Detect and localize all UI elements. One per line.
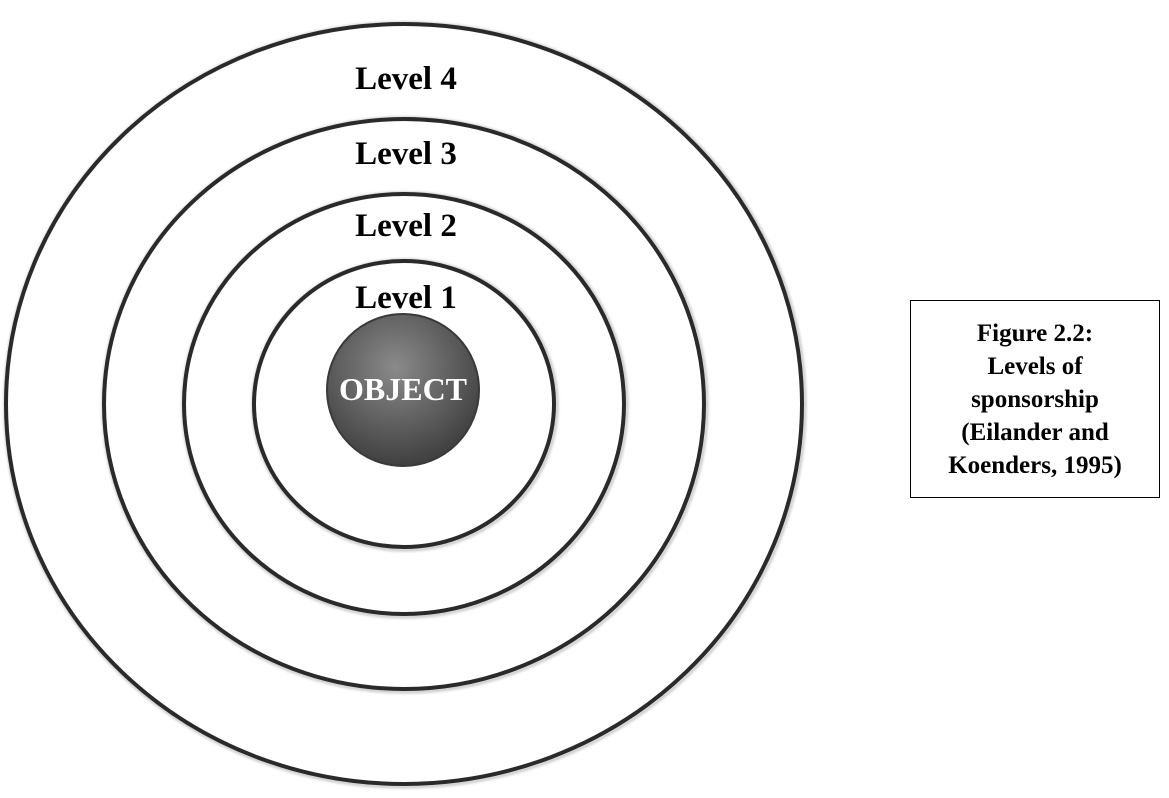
level-2-label: Level 2 (355, 208, 457, 244)
level-1-label: Level 1 (355, 280, 457, 316)
level-4-ring (4, 22, 804, 786)
caption-line: Koenders, 1995) (948, 451, 1122, 479)
level-1-ring (252, 259, 556, 549)
caption-line: Figure 2.2: (976, 319, 1094, 347)
level-3-ring (102, 117, 706, 691)
caption-line: sponsorship (971, 385, 1099, 413)
level-4-label: Level 4 (355, 61, 457, 97)
caption-line: (Eilander and (961, 418, 1109, 446)
figure-caption-box: Figure 2.2: Levels of sponsorship (Eilan… (910, 300, 1160, 498)
object-label: OBJECT (339, 371, 467, 407)
object-circle (326, 313, 480, 467)
caption-line: Levels of (987, 352, 1083, 380)
level-2-ring (182, 192, 626, 616)
level-3-label: Level 3 (355, 136, 457, 172)
